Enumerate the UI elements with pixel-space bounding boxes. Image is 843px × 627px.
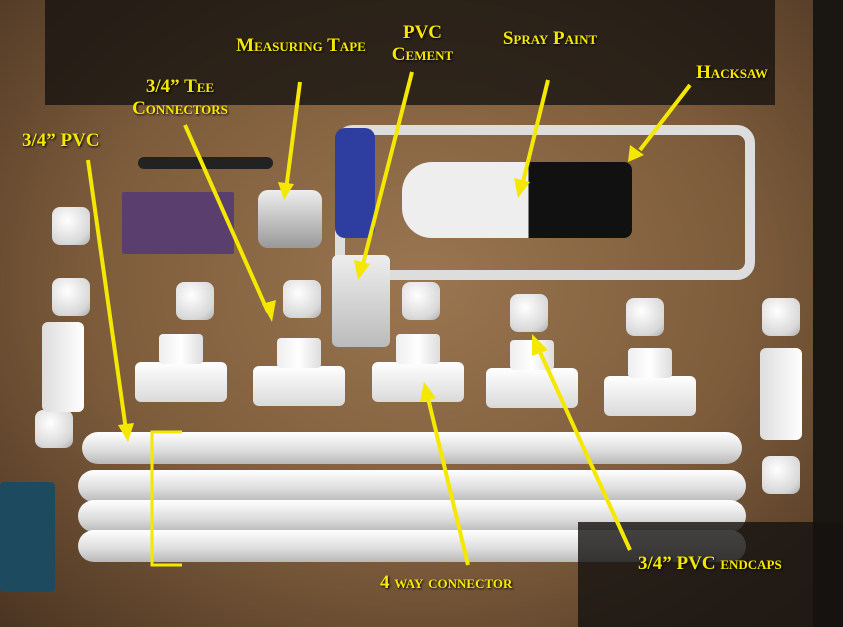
spray-paint-can <box>402 162 632 238</box>
endcap <box>626 298 664 336</box>
arrowhead-icon <box>278 182 294 200</box>
pipe-bracket <box>150 430 182 567</box>
tee-connector <box>253 338 345 406</box>
marker <box>138 157 273 169</box>
label-hacksaw: Hacksaw <box>696 62 768 83</box>
vise <box>0 482 55 592</box>
four-way-connector <box>372 334 464 402</box>
endcap <box>762 456 800 494</box>
endcap <box>283 280 321 318</box>
pvc-pipe <box>78 470 746 502</box>
arrow-spray-paint <box>520 79 550 187</box>
arrowhead-icon <box>262 300 276 322</box>
arrowhead-icon <box>532 334 548 356</box>
measuring-tape <box>258 190 322 248</box>
arrowhead-icon <box>628 145 644 162</box>
arrow-hacksaw <box>638 83 692 152</box>
label-spray-paint: Spray Paint <box>502 28 598 49</box>
tee-connector <box>42 322 84 412</box>
label-four-way-connector: 4 way connector <box>380 572 513 593</box>
pvc-pipe <box>82 432 742 464</box>
label-tee-connectors: 3/4” Tee Connectors <box>132 76 228 119</box>
label-band-bottom <box>578 522 843 627</box>
arrow-pvc-cement <box>360 71 414 269</box>
endcap <box>52 207 90 245</box>
arrowhead-icon <box>514 178 530 198</box>
label-pvc-cement: PVC Cement <box>391 22 454 65</box>
endcap <box>176 282 214 320</box>
arrow-four-way <box>426 397 470 566</box>
endcap <box>402 282 440 320</box>
endcap <box>35 410 73 448</box>
tee-connector <box>604 348 696 416</box>
arrowhead-icon <box>420 382 436 402</box>
endcap <box>762 298 800 336</box>
sandpaper <box>122 192 234 254</box>
tee-connector <box>135 334 227 402</box>
endcap <box>510 294 548 332</box>
arrow-endcaps <box>538 351 632 551</box>
tee-connector <box>760 348 802 440</box>
hacksaw-handle <box>335 128 375 238</box>
label-pvc: 3/4” PVC <box>22 130 100 151</box>
arrow-measuring-tape <box>284 81 302 191</box>
arrow-pvc <box>86 159 128 431</box>
label-endcaps: 3/4” PVC endcaps <box>638 553 782 574</box>
label-measuring-tape: Measuring Tape <box>236 35 366 56</box>
arrowhead-icon <box>354 260 370 280</box>
arrowhead-icon <box>118 423 134 442</box>
arrow-tee-connectors <box>183 124 270 313</box>
endcap <box>52 278 90 316</box>
